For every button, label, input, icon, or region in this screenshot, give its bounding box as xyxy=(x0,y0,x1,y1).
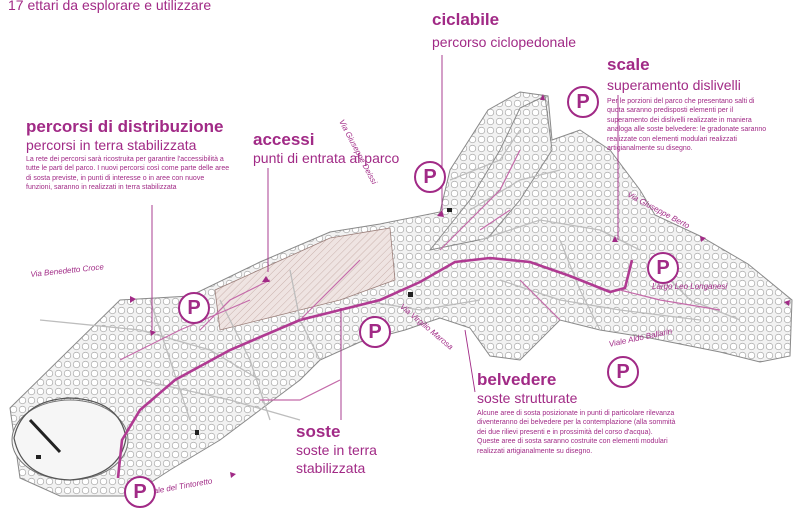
percorsi-subtitle: percorsi in terra stabilizzata xyxy=(26,137,197,153)
scale-subtitle: superamento dislivelli xyxy=(607,77,741,93)
percorsi-description: La rete dei percorsi sarà ricostruita pe… xyxy=(26,156,230,192)
percorsi-title: percorsi di distribuzione xyxy=(26,117,224,136)
soste-subtitle-line1: soste in terra xyxy=(296,442,377,458)
parking-icon-marosa[interactable]: P xyxy=(359,316,391,348)
scale-description: Per le porzioni del parco che presentano… xyxy=(607,98,767,153)
parking-icon-ciclabile[interactable]: P xyxy=(414,161,446,193)
street-label-longanesi: Largo Leo Longanesi xyxy=(652,282,728,291)
accessi-subtitle: punti di entrata al parco xyxy=(253,150,400,166)
belvedere-title: belvedere xyxy=(477,370,557,389)
scale-title: scale xyxy=(607,55,650,74)
park-area-north xyxy=(428,95,553,251)
parking-icon-tintoretto[interactable]: P xyxy=(124,476,156,508)
entry-arrows xyxy=(130,94,790,478)
parking-icon-croce[interactable]: P xyxy=(178,292,210,324)
accessi-title: accessi xyxy=(253,130,315,149)
map-markers xyxy=(36,208,452,459)
loop-area xyxy=(11,399,129,481)
soste-subtitle-line2: stabilizzata xyxy=(296,460,366,476)
ciclabile-title: ciclabile xyxy=(432,10,500,29)
page-title: 17 ettari da esplorare e utilizzare xyxy=(8,0,212,13)
parking-icon-longanesi[interactable]: P xyxy=(647,252,679,284)
ciclabile-subtitle: percorso ciclopedonale xyxy=(432,34,576,50)
parking-icon-scale[interactable]: P xyxy=(567,86,599,118)
belvedere-description: Alcune aree di sosta posizionate in punt… xyxy=(477,410,676,455)
belvedere-subtitle: soste strutturate xyxy=(477,390,578,406)
soste-title: soste xyxy=(296,422,341,441)
built-area xyxy=(214,227,396,331)
parking-icon-ballarin[interactable]: P xyxy=(607,356,639,388)
cycle-path xyxy=(116,256,634,479)
distribution-paths xyxy=(119,149,721,401)
